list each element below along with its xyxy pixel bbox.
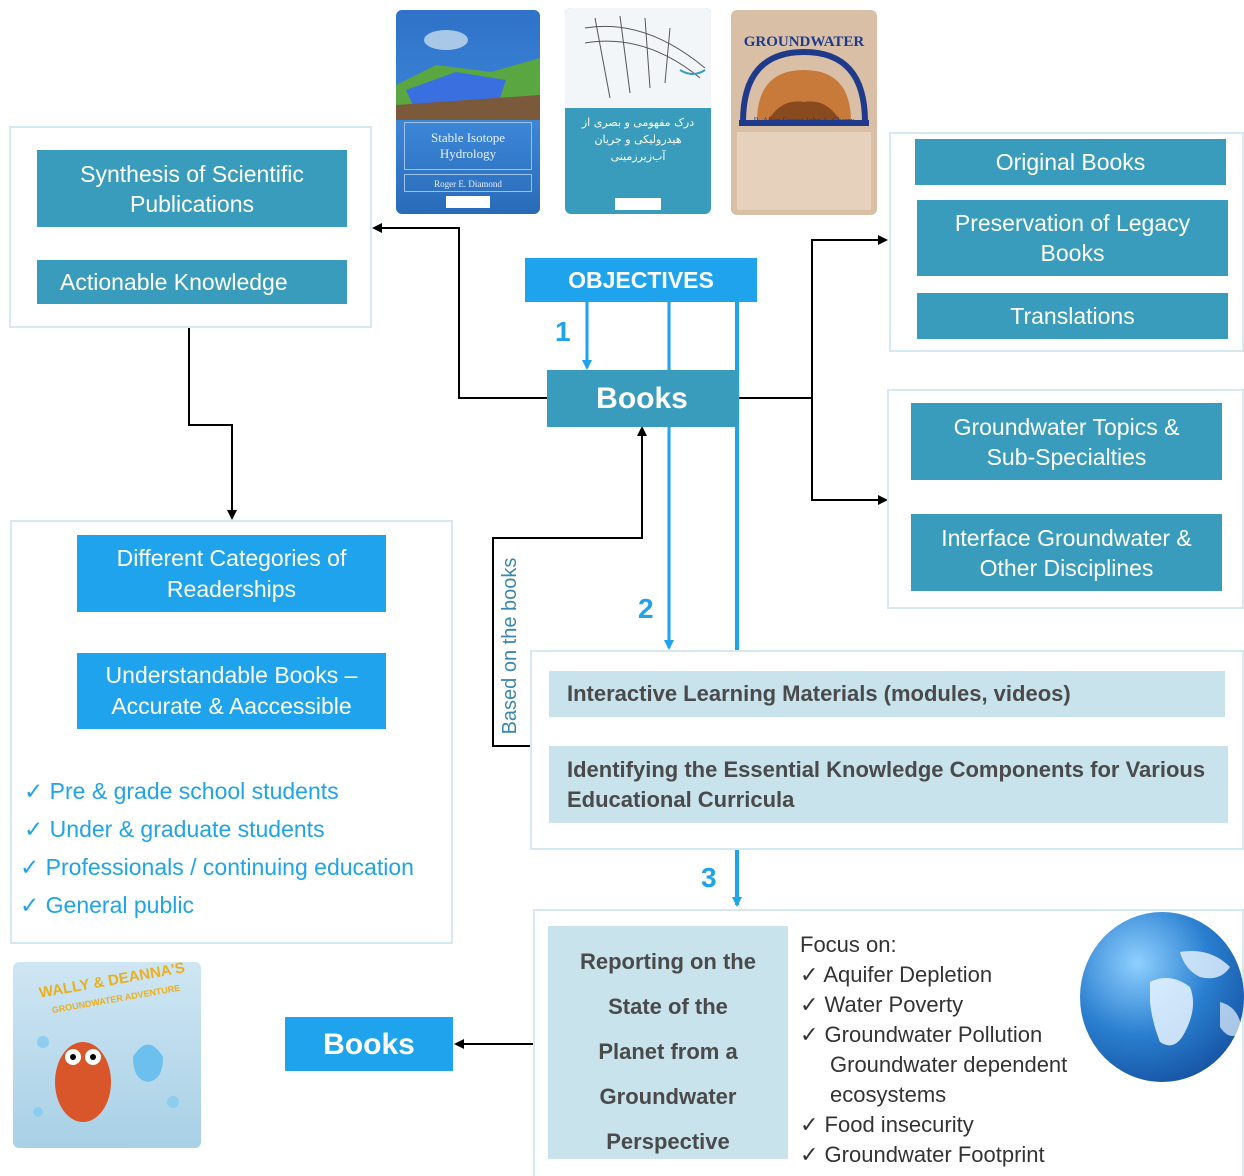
isotope-title: Stable Isotope Hydrology: [430, 130, 505, 161]
focus-title: Focus on:: [800, 932, 897, 957]
reader-item-text: Pre & grade school students: [49, 778, 339, 804]
original-books-label: Original Books: [995, 149, 1146, 175]
arrow-books-to-topics: [811, 398, 888, 505]
translations-box: Translations: [917, 293, 1228, 339]
isotope-book-cover: Stable Isotope Hydrology Roger E. Diamon…: [396, 10, 540, 214]
comic-book-cover: WALLY & DEANNA'S GROUNDWATER ADVENTURE: [13, 962, 201, 1148]
interactive-box: Interactive Learning Materials (modules,…: [549, 671, 1225, 717]
reader-item-text: General public: [45, 892, 194, 918]
check-icon: ✓: [800, 1142, 825, 1167]
persian-title: درک مفهومی و بصری از هیدرولیکی و جریان آ…: [581, 116, 695, 163]
understandable-box: Understandable Books – Accurate & Aacces…: [77, 653, 386, 729]
persian-book-cover: درک مفهومی و بصری از هیدرولیکی و جریان آ…: [565, 8, 711, 214]
step-3-number: 3: [701, 862, 717, 893]
check-icon: ✓: [20, 854, 46, 880]
focus-item: Groundwater dependent ecosystems: [830, 1052, 1068, 1107]
reader-item: ✓ Pre & grade school students: [24, 772, 444, 810]
interface-label: Interface Groundwater & Other Discipline…: [941, 524, 1192, 581]
reader-item-text: Professionals / continuing education: [45, 854, 414, 880]
focus-list: Focus on: ✓ Aquifer Depletion ✓ Water Po…: [800, 930, 1100, 1170]
cover-texture: [737, 132, 871, 210]
focus-item: ✓ Food insecurity: [800, 1112, 974, 1137]
focus-item: ✓ Aquifer Depletion: [800, 962, 993, 987]
books-center-box: Books: [547, 370, 737, 427]
synthesis-label: Synthesis of Scientific Publications: [80, 160, 304, 217]
books-bottom-label: Books: [323, 1027, 415, 1061]
flow-net-drawing: [565, 8, 711, 108]
arrow-actionable-to-readerships: [188, 328, 237, 520]
check-icon: ✓: [24, 816, 50, 842]
publisher-logo: [615, 198, 661, 210]
reporting-line: Planet from a: [598, 1039, 738, 1064]
arrow-books-to-synthesis: [372, 223, 547, 399]
topics-label: Groundwater Topics & Sub-Specialties: [953, 413, 1180, 470]
groundwater-book-cover: GROUNDWATER R. Allan Freeze John A. Cher…: [731, 10, 877, 215]
interactive-label: Interactive Learning Materials (modules,…: [567, 681, 1071, 706]
topics-box: Groundwater Topics & Sub-Specialties: [911, 403, 1222, 480]
arrow-books-to-original: [737, 235, 888, 399]
isotope-author: Roger E. Diamond: [404, 174, 532, 192]
original-books-box: Original Books: [915, 139, 1226, 185]
publisher-logo: [446, 196, 490, 208]
check-icon: ✓: [800, 992, 825, 1017]
categories-box: Different Categories of Readerships: [77, 535, 386, 612]
check-icon: ✓: [20, 892, 46, 918]
identifying-label: Identifying the Essential Knowledge Comp…: [567, 756, 1206, 812]
reader-item: ✓ Under & graduate students: [24, 810, 444, 848]
based-on-books-label: Based on the books: [499, 557, 521, 735]
step-2-number: 2: [638, 593, 654, 624]
books-bottom-box: Books: [285, 1017, 453, 1071]
focus-item: ✓ Groundwater Footprint: [800, 1142, 1045, 1167]
reader-item: ✓ General public: [20, 886, 440, 924]
reporting-box: Reporting on the State of the Planet fro…: [548, 926, 788, 1159]
identifying-box: Identifying the Essential Knowledge Comp…: [549, 746, 1228, 823]
landscape-icon: [396, 30, 540, 120]
reporting-line: Reporting on the: [580, 949, 756, 974]
actionable-box: Actionable Knowledge: [37, 260, 347, 304]
reader-item-text: Under & graduate students: [49, 816, 325, 842]
flow-net-icon: [584, 15, 706, 99]
reporting-line: Perspective: [606, 1129, 730, 1154]
reporting-line: State of the: [608, 994, 728, 1019]
check-icon: ✓: [24, 778, 50, 804]
isotope-title-box: Stable Isotope Hydrology: [404, 122, 532, 170]
arch-icon: [739, 48, 869, 126]
reader-item: ✓ Professionals / continuing education: [20, 848, 450, 886]
objectives-box: OBJECTIVES: [525, 258, 757, 302]
preservation-label: Preservation of Legacy Books: [954, 210, 1191, 266]
step-1-number: 1: [555, 316, 571, 347]
interface-box: Interface Groundwater & Other Discipline…: [911, 514, 1222, 591]
focus-item: ✓ Water Poverty: [800, 992, 964, 1017]
translations-label: Translations: [1010, 303, 1135, 329]
check-icon: ✓: [800, 1022, 825, 1047]
continents-icon: [1150, 951, 1242, 1046]
actionable-label: Actionable Knowledge: [60, 269, 288, 295]
preservation-box: Preservation of Legacy Books: [917, 200, 1228, 276]
groundwater-title: GROUNDWATER: [743, 34, 865, 50]
objectives-label: OBJECTIVES: [568, 266, 714, 293]
focus-item: ✓ Groundwater Pollution: [800, 1022, 1043, 1047]
books-center-label: Books: [596, 381, 688, 415]
synthesis-box: Synthesis of Scientific Publications: [37, 150, 347, 227]
check-icon: ✓: [800, 1112, 825, 1137]
reporting-line: Groundwater: [599, 1084, 737, 1109]
understandable-label: Understandable Books – Accurate & Aacces…: [105, 662, 358, 719]
groundwater-authors: R. Allan Freeze John A. Cherry: [753, 116, 855, 125]
categories-label: Different Categories of Readerships: [116, 544, 347, 602]
arrow-based-on-books: [492, 426, 647, 747]
globe-icon: [1080, 912, 1244, 1082]
cartoon-characters-icon: [33, 1036, 179, 1122]
check-icon: ✓: [800, 962, 824, 987]
